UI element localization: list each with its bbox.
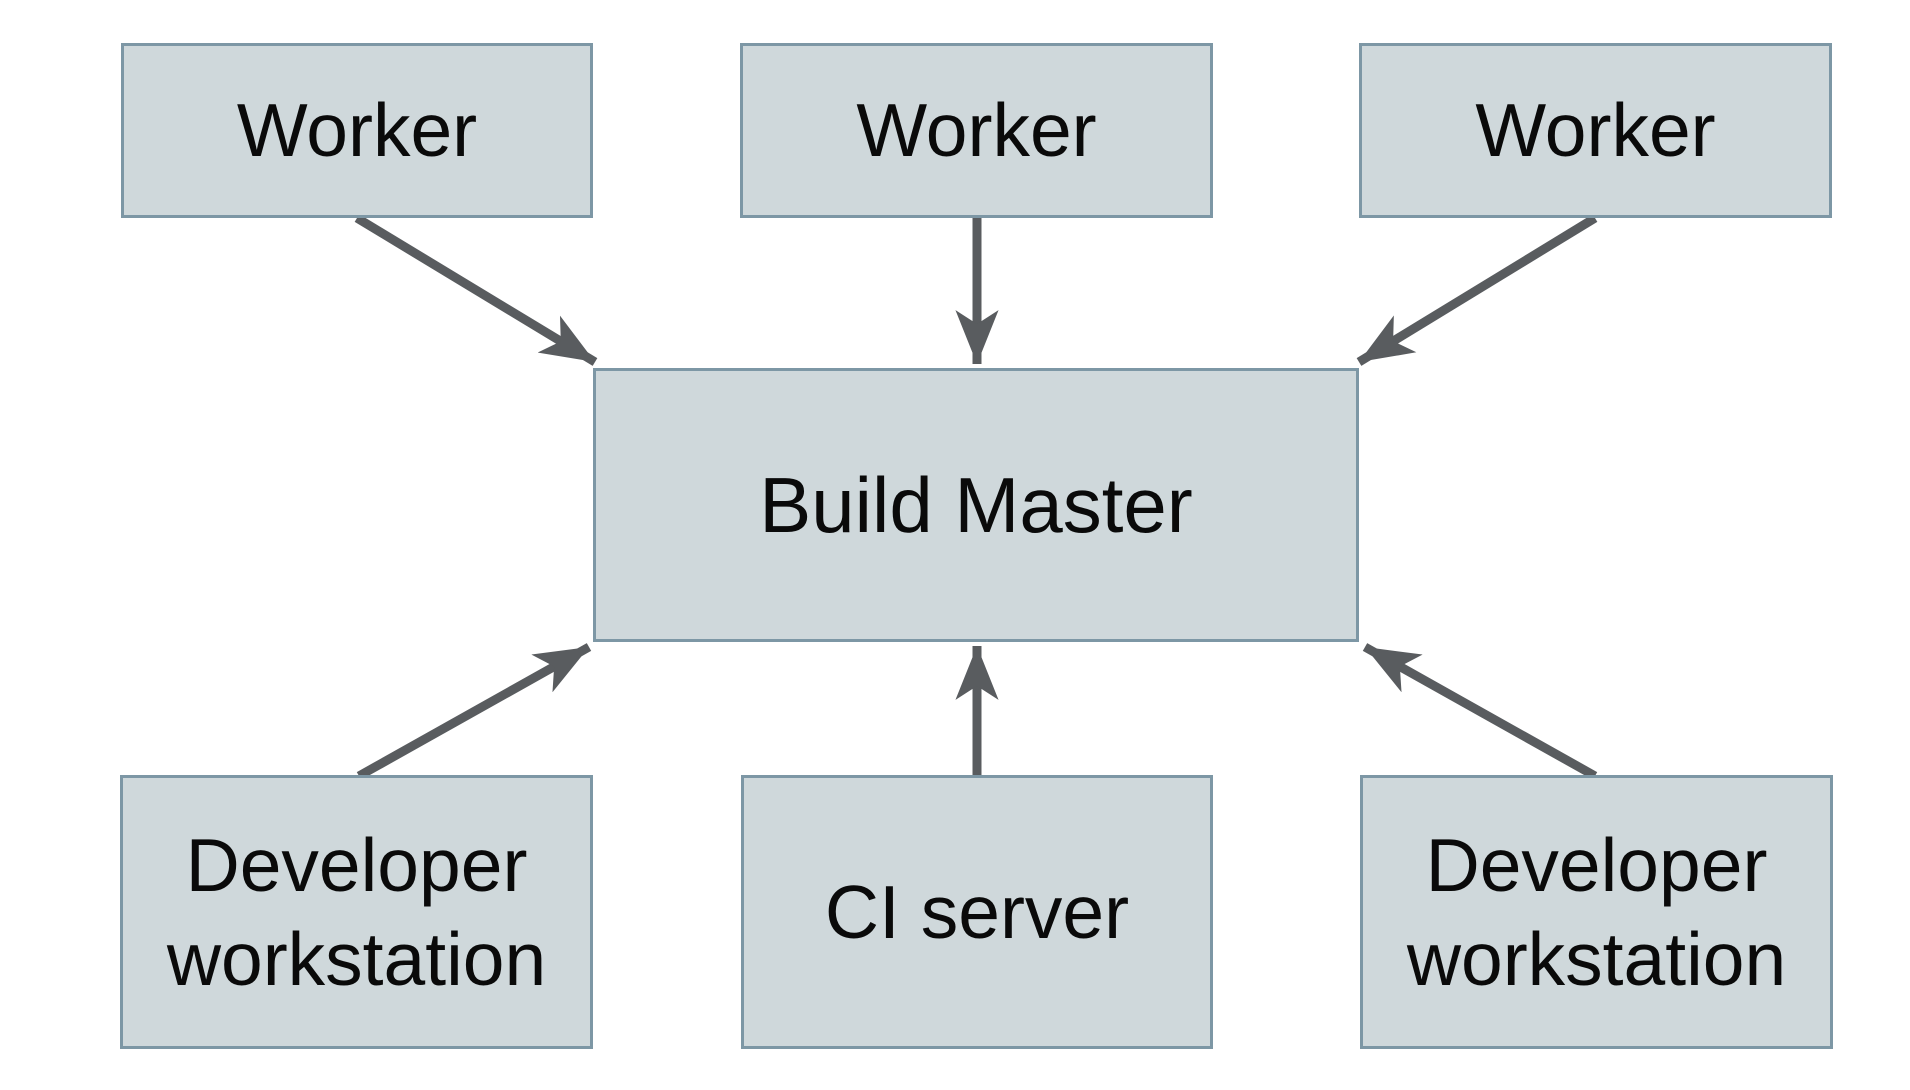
node-worker-3: Worker bbox=[1359, 43, 1832, 218]
node-developer-workstation-right-label: Developer workstation bbox=[1406, 822, 1787, 1002]
arrow-worker1-to-build-master bbox=[354, 214, 598, 366]
arrow-dev-ws-right-to-build-master bbox=[1362, 643, 1598, 780]
node-worker-3-label: Worker bbox=[1475, 88, 1716, 173]
node-worker-2-label: Worker bbox=[856, 88, 1097, 173]
node-ci-server: CI server bbox=[741, 775, 1213, 1049]
node-worker-1-label: Worker bbox=[236, 88, 478, 173]
node-developer-workstation-right: Developer workstation bbox=[1360, 775, 1833, 1049]
node-worker-1: Worker bbox=[121, 43, 593, 218]
node-build-master: Build Master bbox=[593, 368, 1359, 642]
arrow-worker3-to-build-master bbox=[1356, 214, 1598, 366]
node-build-master-label: Build Master bbox=[759, 460, 1193, 549]
arrow-dev-ws-left-to-build-master bbox=[356, 643, 592, 780]
node-developer-workstation-left-label: Developer workstation bbox=[166, 822, 547, 1002]
node-worker-2: Worker bbox=[740, 43, 1213, 218]
node-ci-server-label: CI server bbox=[824, 869, 1130, 954]
node-developer-workstation-left: Developer workstation bbox=[120, 775, 593, 1049]
